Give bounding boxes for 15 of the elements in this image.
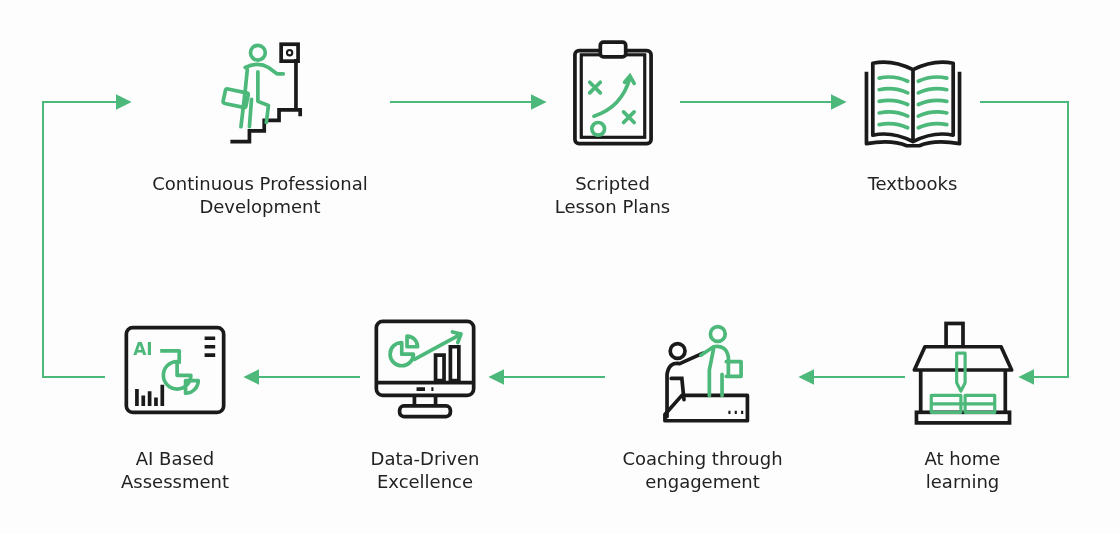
flow-arrow <box>488 369 606 385</box>
flow-arrow <box>798 369 906 385</box>
step-label: At home learning <box>923 447 1002 493</box>
flow-arrow <box>679 94 847 110</box>
ai-text: AI <box>133 341 153 359</box>
flow-arrow <box>42 94 132 378</box>
step-label: AI Based Assessment <box>120 447 230 493</box>
step-label: Coaching through engagement <box>621 447 784 493</box>
flow-arrow <box>979 101 1069 385</box>
step-label: Textbooks <box>867 172 958 195</box>
flow-arrow <box>243 369 361 385</box>
step-label: Data-Driven Excellence <box>369 447 481 493</box>
step-label: Scripted Lesson Plans <box>553 172 672 218</box>
flow-arrow <box>389 94 547 110</box>
step-label: Continuous Professional Development <box>151 172 369 218</box>
